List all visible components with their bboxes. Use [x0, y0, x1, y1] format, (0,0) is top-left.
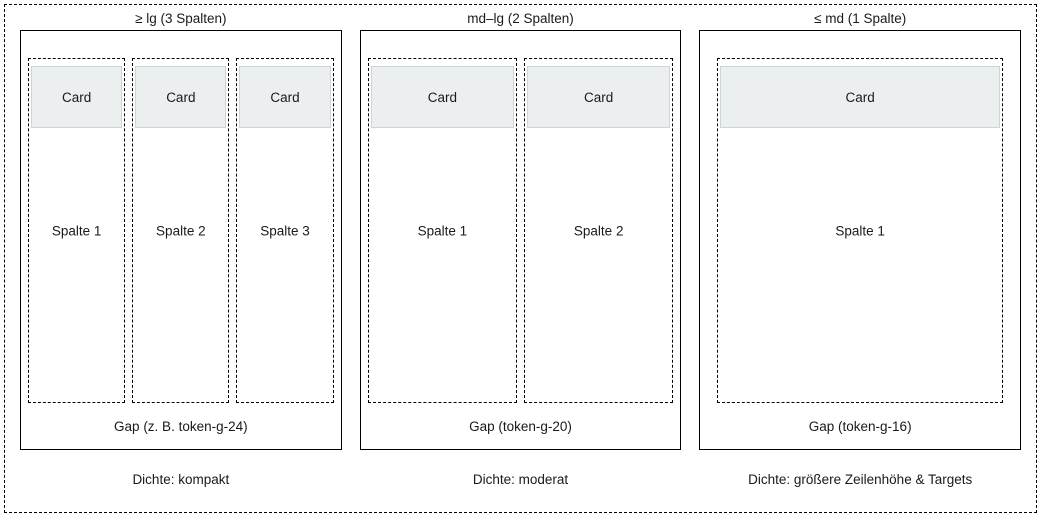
column-label: Spalte 2 [573, 223, 624, 238]
column-label: Spalte 2 [156, 223, 206, 238]
panel-group-sm-md: ≤ md (1 Spalte) Card Spalte 1 Gap (token… [699, 7, 1022, 508]
columns-container: Card Spalte 1 [717, 58, 1004, 403]
card: Card [527, 66, 671, 128]
column: Card Spalte 1 [28, 58, 126, 403]
column-label: Spalte 1 [417, 223, 468, 238]
column-label: Spalte 1 [51, 223, 102, 238]
density-label: Dichte: kompakt [132, 471, 230, 487]
column: Card Spalte 2 [524, 58, 674, 403]
card: Card [720, 66, 1001, 128]
card: Card [370, 66, 515, 128]
column: Card Spalte 3 [236, 58, 334, 403]
panel-group-md-lg: md–lg (2 Spalten) Card Spalte 1 Card Spa… [359, 7, 682, 508]
column-label: Spalte 1 [835, 223, 885, 238]
density-label: Dichte: größere Zeilenhöhe & Targets [748, 471, 973, 487]
panel-group-lg: ≥ lg (3 Spalten) Card Spalte 1 Card Spal… [20, 7, 342, 508]
panel-title: ≥ lg (3 Spalten) [135, 11, 227, 26]
card: Card [239, 66, 331, 128]
column: Card Spalte 1 [717, 58, 1004, 403]
panel-title: md–lg (2 Spalten) [467, 11, 574, 26]
card: Card [135, 66, 227, 128]
column-label: Spalte 3 [260, 223, 310, 238]
gap-label: Gap (z. B. token-g-24) [114, 418, 248, 434]
panel-frame-md-lg: Card Spalte 1 Card Spalte 2 Gap (token-g… [359, 30, 682, 450]
column: Card Spalte 2 [132, 58, 230, 403]
outer-dashed-frame: ≥ lg (3 Spalten) Card Spalte 1 Card Spal… [4, 4, 1037, 513]
panel-title: ≤ md (1 Spalte) [814, 11, 907, 26]
card: Card [31, 66, 123, 128]
columns-container: Card Spalte 1 Card Spalte 2 Card Spalte … [28, 58, 334, 403]
gap-label: Gap (token-g-20) [469, 418, 572, 434]
columns-container: Card Spalte 1 Card Spalte 2 [367, 58, 674, 403]
panel-frame-sm-md: Card Spalte 1 Gap (token-g-16) [699, 30, 1022, 450]
gap-label: Gap (token-g-16) [808, 418, 912, 434]
density-label: Dichte: moderat [472, 471, 569, 487]
panel-frame-lg: Card Spalte 1 Card Spalte 2 Card Spalte … [20, 30, 342, 450]
panels-row: ≥ lg (3 Spalten) Card Spalte 1 Card Spal… [5, 5, 1036, 512]
column: Card Spalte 1 [367, 58, 518, 403]
